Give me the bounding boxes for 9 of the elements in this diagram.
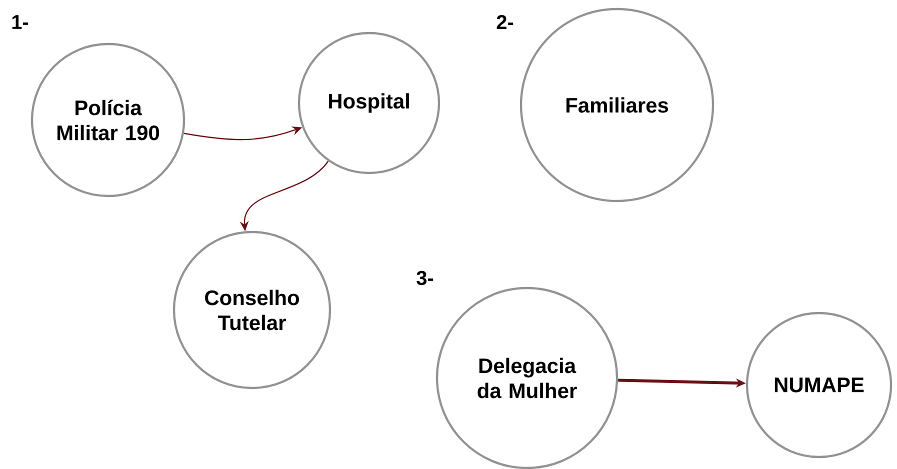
circle-node: Polícia Militar 190: [30, 42, 186, 198]
step-number: 2-: [496, 15, 514, 29]
circle-node: NUMAPE: [746, 312, 892, 458]
step-number: 3-: [416, 270, 434, 286]
circle-node: Conselho Tutelar: [172, 230, 332, 390]
circle-node: Delegacia da Mulher: [436, 286, 618, 469]
circle-node: Familiares: [520, 8, 714, 202]
step-number: 1-: [12, 15, 28, 29]
circle-node: Hospital: [298, 32, 440, 174]
